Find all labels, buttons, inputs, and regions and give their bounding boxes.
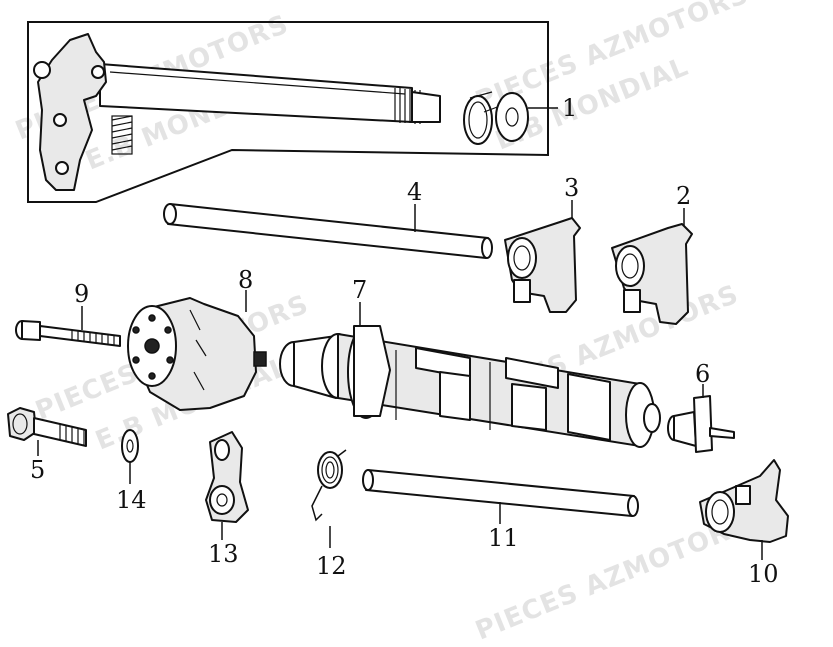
part-10-shift-fork [699,459,789,560]
callout-10: 10 [748,560,779,588]
part-8-cam-gear [127,290,267,411]
callout-7: 7 [352,276,367,304]
callout-11: 11 [488,524,519,552]
part-5-bolt [7,407,87,456]
part-12-stopper-spring [311,449,347,548]
callout-2: 2 [676,182,691,210]
part-6-stopper-pin [667,384,735,453]
callout-8: 8 [238,266,253,294]
callout-5: 5 [30,456,45,484]
part-13-stopper-arm [205,431,249,540]
callout-1: 1 [562,94,577,122]
callout-3: 3 [564,174,579,202]
callout-13: 13 [208,540,239,568]
callout-4: 4 [407,178,422,206]
callout-12: 12 [316,552,347,580]
callout-9: 9 [74,280,89,308]
part-9-bolt [15,306,121,347]
callout-6: 6 [695,360,710,388]
part-7-shift-drum [279,302,661,448]
assembly-1-frame [27,21,549,203]
part-11-fork-shaft [362,469,639,524]
part-2-shift-fork [611,208,693,325]
callout-layer: 1 2 3 4 5 6 7 8 9 10 11 12 13 14 [30,94,779,588]
part-14-washer [121,429,139,484]
part-3-shift-fork [504,200,581,313]
part-1-shift-shaft [33,33,558,191]
part-4-fork-shaft [163,203,493,259]
callout-14: 14 [116,486,147,514]
